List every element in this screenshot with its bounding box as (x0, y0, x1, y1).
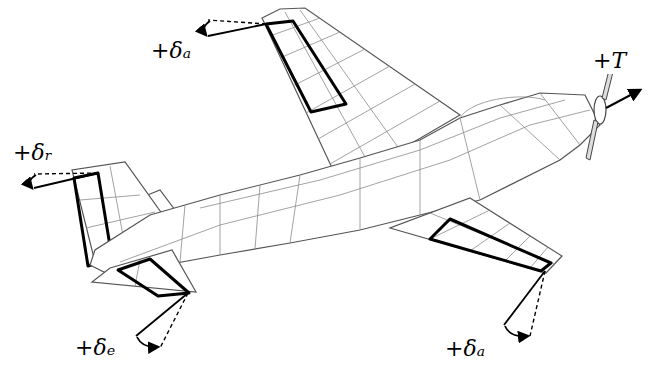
thrust-arrow (606, 90, 640, 108)
mesh-line (318, 84, 415, 139)
control-label: +δᵣ (12, 140, 53, 166)
reference-line (504, 271, 545, 325)
control-label: +δₑ (74, 335, 116, 361)
deflected-line (34, 173, 98, 174)
deflection-arrow (204, 21, 210, 35)
deflected-line (208, 20, 266, 24)
mesh-line (80, 195, 140, 200)
deflected-line (530, 271, 545, 336)
elevator (118, 259, 189, 296)
deflection-arrow (505, 326, 528, 336)
control-label: +δₐ (444, 336, 486, 362)
mesh-line (200, 100, 565, 208)
propeller-blade (586, 120, 598, 160)
mesh-line (293, 49, 365, 86)
near-aileron (430, 219, 551, 271)
deflection-arrow (137, 337, 158, 347)
control-label: +δₐ (150, 38, 192, 64)
control-label: +T (592, 48, 627, 74)
reference-line (34, 173, 98, 188)
mesh-line (180, 205, 185, 262)
far-aileron (266, 21, 346, 112)
mesh-line (540, 93, 580, 145)
deflected-line (160, 293, 188, 348)
canopy-line (460, 97, 545, 118)
fuselage (90, 93, 600, 275)
mesh-line (420, 140, 421, 215)
deflection-arrow (30, 175, 36, 188)
mesh-line (500, 105, 560, 160)
reference-line (208, 24, 266, 36)
reference-line (136, 293, 188, 336)
mesh-line (360, 158, 361, 230)
near-wing (390, 198, 562, 273)
spinner (594, 96, 606, 124)
